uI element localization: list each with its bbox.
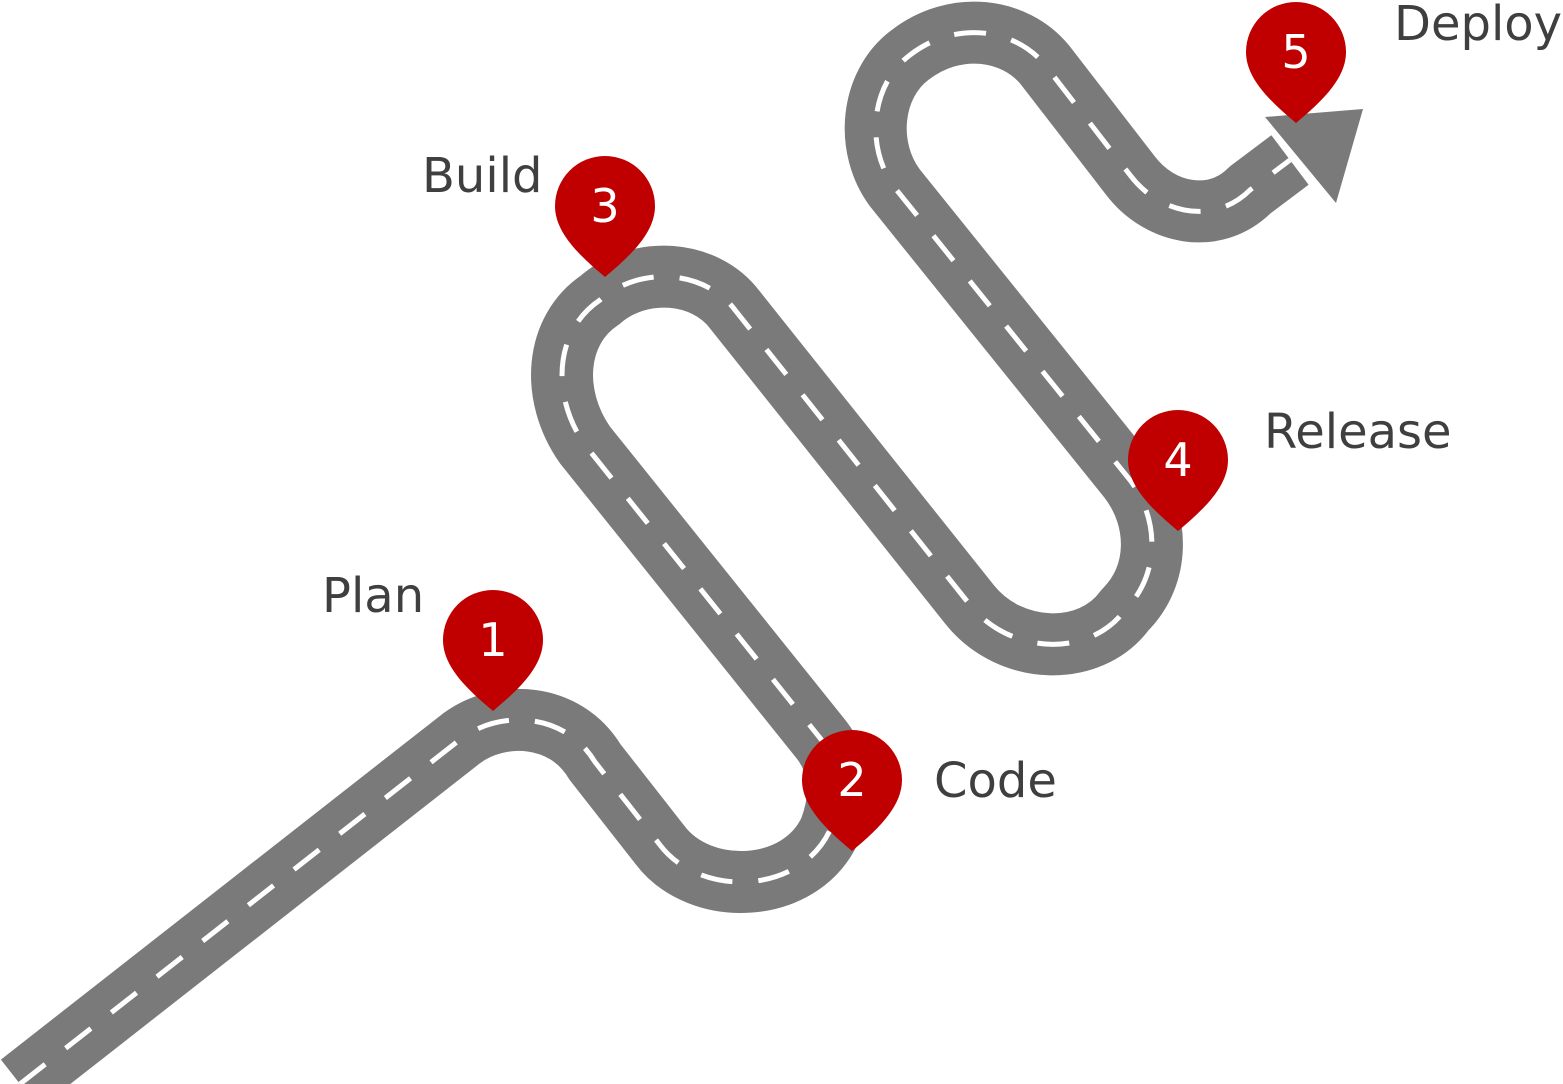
- road-surface: [20, 33, 1290, 1084]
- map-pin-icon: 5: [1246, 2, 1346, 123]
- stage-label-release: Release: [1264, 408, 1452, 456]
- stage-label-plan: Plan: [322, 572, 424, 620]
- stage-label-deploy: Deploy: [1394, 0, 1562, 48]
- stage-label-code: Code: [934, 757, 1057, 805]
- marker-number: 2: [837, 753, 866, 807]
- marker-number: 3: [590, 179, 619, 233]
- marker-number: 1: [478, 613, 507, 667]
- stage-label-build: Build: [422, 152, 543, 200]
- marker-number: 5: [1281, 25, 1310, 79]
- marker-number: 4: [1163, 433, 1192, 487]
